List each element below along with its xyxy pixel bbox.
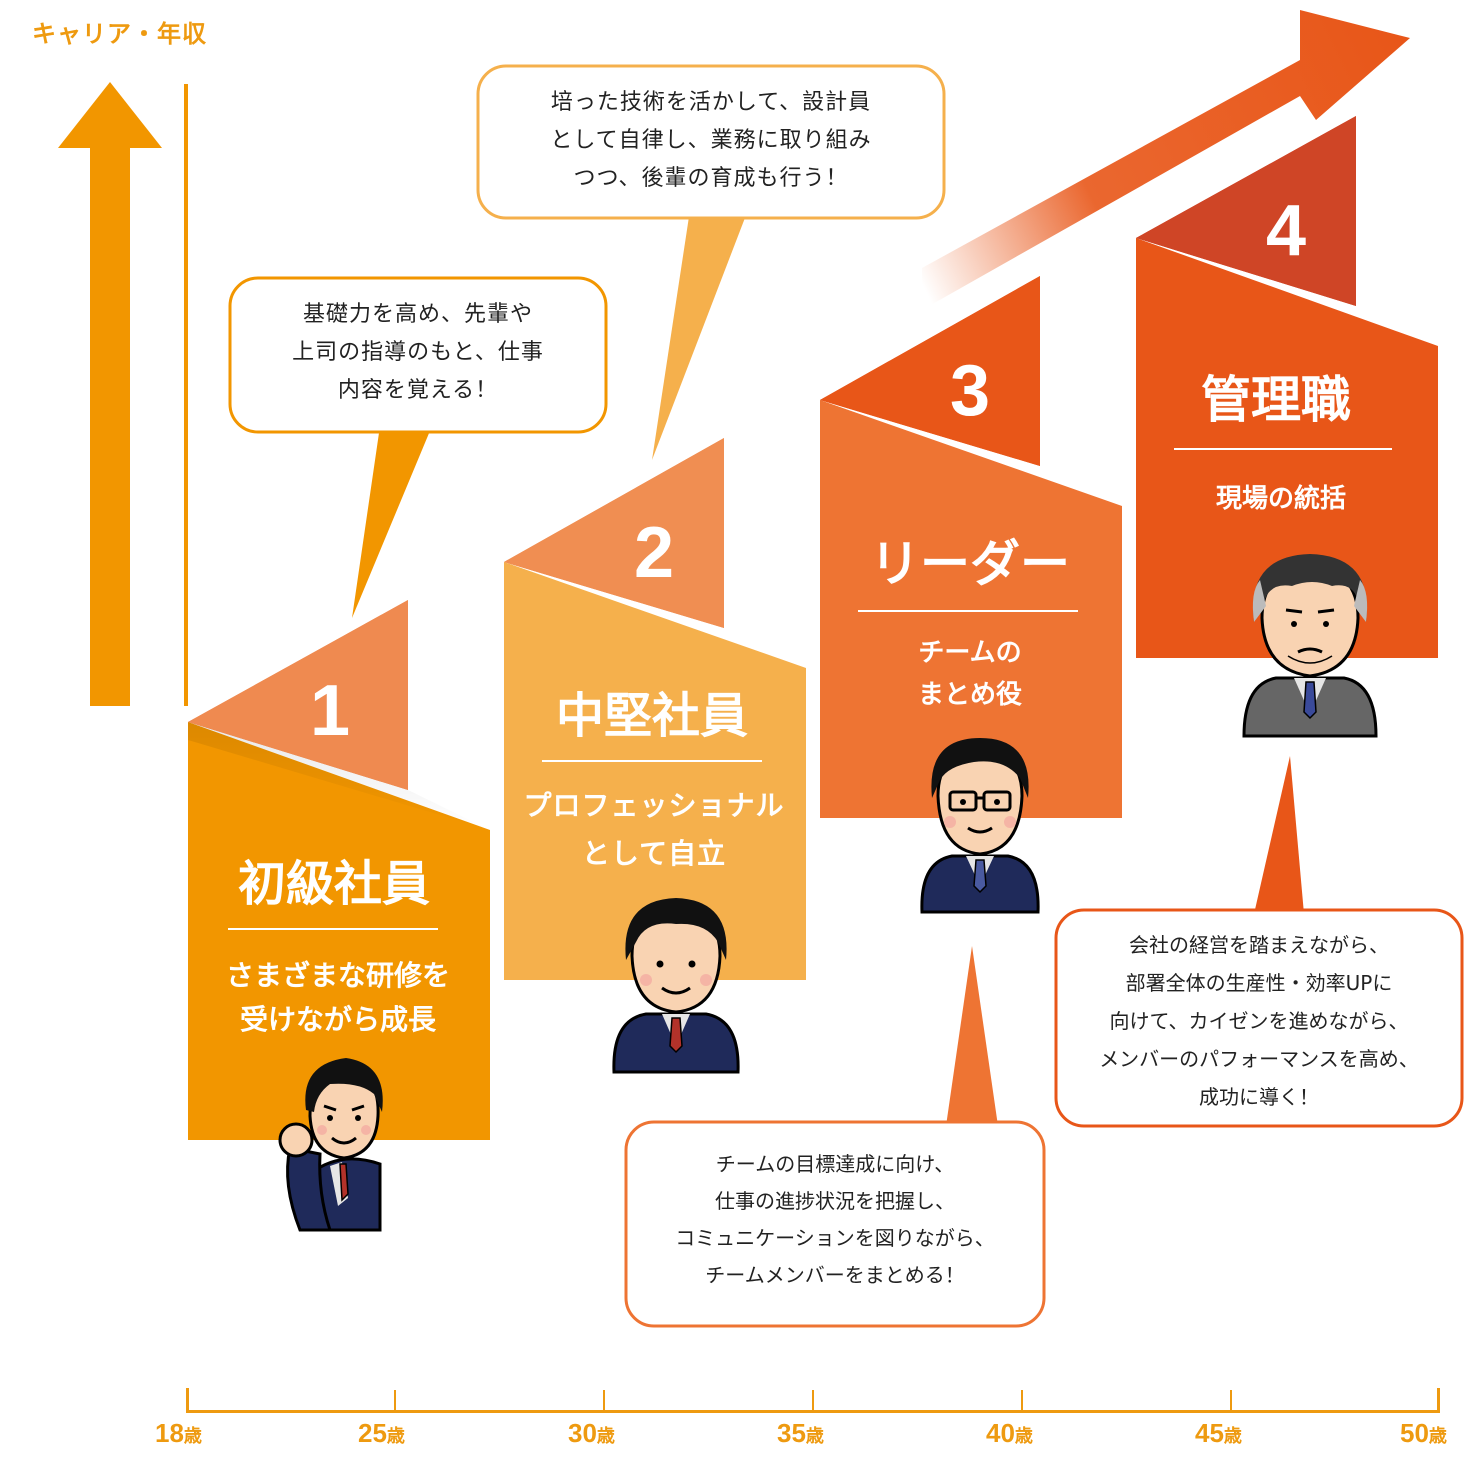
stage-4-card xyxy=(1136,116,1438,658)
bubble-1-text: 基礎力を高め、先輩や 上司の指導のもと、仕事 内容を覚える！ xyxy=(292,302,544,403)
x-tick-35: 35歳 xyxy=(777,1418,824,1448)
x-tick-18: 18歳 xyxy=(155,1418,202,1448)
x-tick-30: 30歳 xyxy=(568,1418,615,1448)
y-axis-label: キャリア・年収 xyxy=(32,20,207,48)
stage-1-number: 1 xyxy=(309,671,351,751)
bubble-3-shape xyxy=(624,946,1046,1328)
person-2-icon xyxy=(612,898,740,1074)
bubble-2-shape xyxy=(476,64,946,460)
bubble-1-shape xyxy=(228,276,608,618)
x-tick-50: 50歳 xyxy=(1400,1418,1447,1448)
stage-4-subtitle: 現場の統括 xyxy=(1215,484,1346,514)
x-axis xyxy=(186,1388,1440,1413)
x-tick-40: 40歳 xyxy=(986,1418,1033,1448)
bubble-2-text: 培った技術を活かして、設計員 として自律し、業務に取り組み つつ、後輩の育成も行… xyxy=(550,90,872,191)
stage-2-card xyxy=(504,438,806,980)
stage-4-title: 管理職 xyxy=(1201,371,1351,429)
stage-2-title: 中堅社員 xyxy=(555,688,748,744)
x-tick-45: 45歳 xyxy=(1195,1418,1242,1448)
x-tick-25: 25歳 xyxy=(358,1418,405,1448)
bubble-4-shape xyxy=(1054,756,1464,1128)
bubble-3-text: チームの目標達成に向け、 仕事の進捗状況を把握し、 コミュニケーションを図りなが… xyxy=(675,1152,995,1287)
stage-3-number: 3 xyxy=(949,351,991,431)
person-3-icon xyxy=(920,738,1040,914)
stage-2-subtitle: プロフェッショナル として自立 xyxy=(523,789,785,870)
stage-3-subtitle: チームの まとめ役 xyxy=(917,638,1022,710)
stage-2-number: 2 xyxy=(633,513,675,593)
stage-3-card xyxy=(820,276,1122,818)
stage-1-title: 初級社員 xyxy=(237,856,430,912)
bubble-4-text: 会社の経営を踏まえながら、 部署全体の生産性・効率UPに 向けて、カイゼンを進め… xyxy=(1099,933,1419,1109)
stage-4-number: 4 xyxy=(1265,191,1307,271)
stage-1-subtitle: さまざまな研修を 受けながら成長 xyxy=(225,959,450,1036)
stage-1-card xyxy=(188,600,490,1140)
person-4-icon xyxy=(1242,554,1378,738)
y-axis-arrow xyxy=(58,82,188,706)
growth-arrow xyxy=(922,10,1410,310)
stage-3-title: リーダー xyxy=(870,535,1070,593)
person-1-icon xyxy=(278,1058,383,1232)
